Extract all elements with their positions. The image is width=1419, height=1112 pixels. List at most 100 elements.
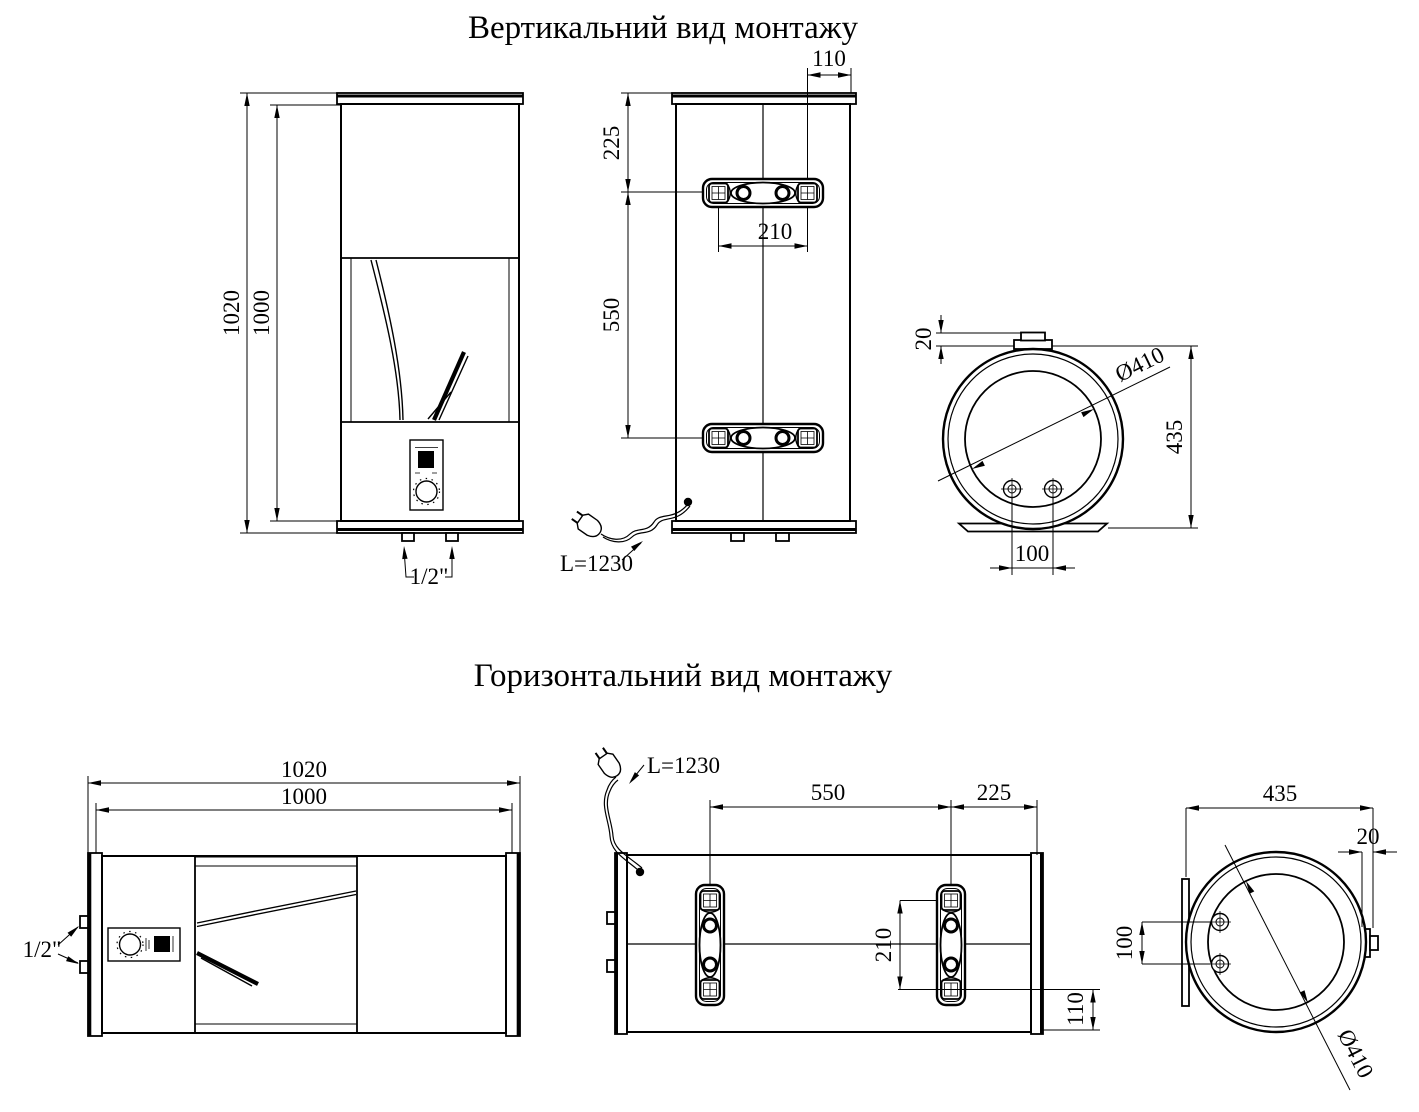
dim-label: 210 (758, 219, 793, 244)
vertical-front-view: 1020 1000 1/2" (219, 92, 524, 589)
arrow (807, 72, 821, 78)
arrow (938, 804, 951, 810)
arrow (938, 346, 944, 359)
arrow (1090, 989, 1096, 1003)
arrow (838, 72, 851, 78)
tank-bottom-cap (671, 520, 857, 534)
dim-label: 225 (977, 780, 1012, 805)
section-lines (194, 856, 358, 1033)
dim-edge-offset: 110 (807, 46, 852, 179)
dim-bracket-to-edge: 225 (951, 780, 1038, 855)
arrow (630, 538, 645, 551)
power-cord: L=1230 (590, 744, 720, 877)
pipe-stub (606, 959, 616, 973)
arrow (1090, 1017, 1096, 1030)
arrow (625, 425, 631, 438)
pipe-size-label: 1/2" (410, 564, 449, 589)
dim-label: 225 (599, 126, 624, 161)
arrow (938, 320, 944, 333)
cord-exit (683, 497, 693, 507)
dim-label: 100 (1015, 541, 1050, 566)
arrow (88, 780, 101, 786)
thermostat-knob (415, 480, 438, 503)
arrow (499, 807, 512, 813)
mounting-bracket-lower (701, 422, 825, 454)
mounting-bracket-right (935, 883, 967, 1007)
arrow (244, 520, 250, 533)
arrow (951, 804, 964, 810)
arrow (1360, 805, 1373, 811)
horizontal-front-view: 1020 1000 1/2" (23, 757, 521, 1037)
pipe-stub (79, 915, 89, 929)
dim-bracket-offset: 20 (911, 315, 1021, 364)
pipe-size-callout: 1/2" (23, 923, 81, 967)
inner-tube (196, 890, 357, 928)
arrow (274, 105, 280, 118)
arrow (625, 179, 631, 192)
dim-label: 435 (1263, 781, 1298, 806)
arrow (1188, 346, 1194, 359)
arrow (1139, 951, 1145, 964)
thermostat-knob (118, 933, 142, 956)
insulation-hatch-top (194, 856, 358, 867)
arrow (897, 976, 903, 990)
horizontal-view-title: Горизонтальний вид монтажу (474, 658, 893, 694)
dim-label: 20 (1357, 824, 1380, 849)
dim-label: Ø410 (1111, 342, 1168, 387)
arrow (718, 243, 732, 249)
vertical-view-title: Вертикальний вид монтажу (468, 10, 859, 46)
dim-pipe-spacing: 100 (990, 498, 1075, 575)
vertical-back-view: 110 225 550 210 L=1230 (560, 46, 857, 576)
arrow (1349, 849, 1362, 855)
arrow (449, 546, 455, 559)
control-panel (107, 927, 181, 962)
heating-element (196, 951, 259, 986)
insulation-hatch-left (340, 257, 352, 423)
dim-top-to-bracket: 225 (599, 92, 703, 193)
dim-label: 550 (811, 780, 846, 805)
tank-outline (941, 347, 1125, 531)
dim-bracket-spacing: 550 (599, 192, 703, 439)
dim-body-length: 1000 (95, 784, 513, 853)
tank-bottom-cap (336, 520, 524, 534)
vertical-top-view: 20 435 Ø410 100 (911, 315, 1198, 575)
dim-depth: 435 (1185, 781, 1374, 928)
arrow (244, 93, 250, 106)
dim-label: 1020 (219, 290, 244, 336)
arrow (96, 807, 109, 813)
dim-label: 1000 (281, 784, 327, 809)
arrow (794, 243, 808, 249)
section-lines (341, 257, 519, 423)
pipe-stub (79, 960, 89, 974)
pipe-stub (775, 532, 790, 542)
dim-label: 1000 (249, 290, 274, 336)
dim-label: 110 (1063, 992, 1088, 1026)
dim-label: 550 (599, 298, 624, 333)
power-plug (568, 506, 606, 542)
mounting-bracket-left (694, 883, 726, 1007)
dim-hole-spacing: 210 (718, 208, 808, 252)
arrow (67, 923, 81, 937)
dim-label: Ø410 (1333, 1025, 1378, 1082)
dim-label: 435 (1162, 420, 1187, 455)
arrow (274, 508, 280, 521)
pipe-size-callout: 1/2" (401, 545, 455, 589)
control-panel (409, 439, 444, 511)
pipe-stub (606, 911, 616, 925)
pipe-stub (445, 532, 459, 542)
arrow (1053, 565, 1066, 571)
dim-body-height: 1000 (249, 104, 341, 522)
arrow (1188, 515, 1194, 528)
heating-element (432, 351, 466, 421)
pipe-stub (401, 532, 415, 542)
cord-length-label: L=1230 (560, 551, 633, 576)
arrow (1024, 804, 1037, 810)
pipe-size-label: 1/2" (23, 937, 62, 962)
dim-label: 100 (1112, 926, 1137, 961)
dim-hole-spacing: 210 (871, 900, 1100, 990)
inner-tank (964, 370, 1102, 508)
arrow (999, 565, 1012, 571)
arrow (507, 780, 520, 786)
